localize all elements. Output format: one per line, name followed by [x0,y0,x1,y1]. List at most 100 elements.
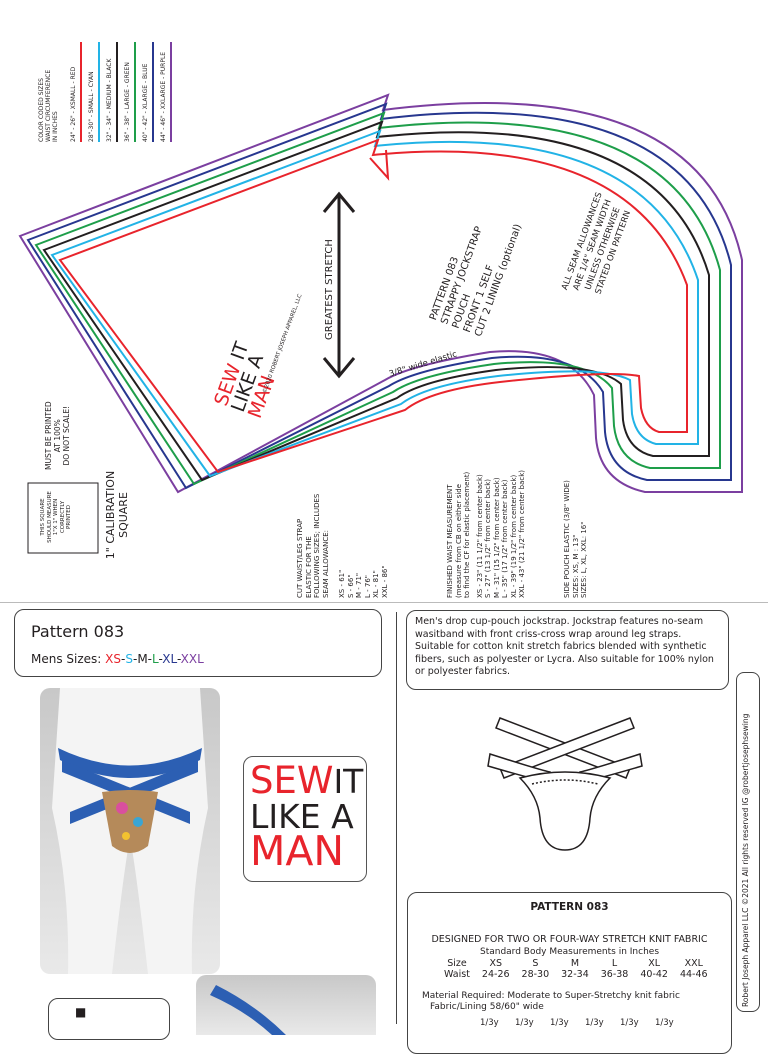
size-row-label: Size [447,958,467,969]
designed-for: DESIGNED FOR TWO OR FOUR-WAY STRETCH KNI… [431,934,708,945]
size-separator: - [132,652,138,666]
brand-logo-box: SEWIT LIKE A MAN [243,756,367,882]
calibration-label-line: SQUARE [117,492,130,538]
calibration-label-line: 1" CALIBRATION [104,470,117,560]
size-separator: - [147,652,153,666]
size-option: M [137,652,148,666]
legend-entry-text: 40" - 42" - XLARGE - BLUE [142,63,149,142]
size-option: XL [162,652,177,666]
waist-measure-size: XL - 39" (19 1/2" from center back) [509,474,518,598]
calibration-square [27,482,99,554]
size-cell: S [532,958,539,969]
legend-entry-text: 36" - 38" - LARGE - GREEN [124,62,131,142]
size-option: L [152,652,159,666]
cut-strap-info: CUT WAIST/LEG STRAP ELASTIC FOR THE FOLL… [296,494,389,598]
brand-logo-sew: SEW [250,759,334,802]
product-photo-secondary [196,975,376,1035]
size-option: XXL [180,652,204,666]
yardage-cell: 1/3y [620,1018,639,1028]
pattern-title: Pattern 083 [31,622,125,641]
cut-strap-line: SEAM ALLOWANCE: [321,529,330,598]
pattern-piece-drawing [18,93,743,554]
size-cell: L [611,958,618,969]
size-separator: - [176,652,181,666]
waist-measure-info: FINISHED WAIST MEASUREMENT (measure from… [446,470,527,598]
waist-measure-size: M - 31" (15 1/2" from center back) [492,477,501,598]
brand-logo-a: A [331,797,354,836]
waist-measure-line: (measure from CB on either side [454,483,463,598]
cut-strap-size: S - 66" [346,574,355,598]
sheet-divider [0,602,768,603]
waist-measure-size: XS - 23" (11 1/2" from center back) [475,474,484,598]
legend-color-bar [134,42,136,142]
legend-entry-text: 24" - 26" - XSMALL - RED [70,66,77,142]
yardage-cell: 1/3y [550,1018,569,1028]
greatest-stretch-label: GREATEST STRETCH [324,239,335,340]
waist-cell: 32-34 [561,969,589,980]
outline-xs [58,138,688,474]
mannequin-illustration [52,688,208,974]
legend-entry-text: 28"-30" - SMALL - CYAN [88,71,95,142]
print-warning: MUST BE PRINTED AT 100% DO NOT SCALE! [44,401,71,470]
side-pouch-line: SIDE POUCH ELASTIC (3/8" WIDE) [563,480,571,598]
size-option: XS [105,652,121,666]
cut-strap-size: M - 71" [355,572,363,598]
cut-strap-line: ELASTIC FOR THE [304,536,313,598]
description-text: Men's drop cup-pouch jockstrap. Jockstra… [415,616,714,677]
legend-color-bar [170,42,172,142]
side-pouch-info: SIDE POUCH ELASTIC (3/8" WIDE) SIZES: XS… [563,480,589,598]
cut-strap-line: FOLLOWING SIZES; INCLUDES [313,493,321,598]
waist-measure-size: XXL - 43" (21 1/2" from center back) [518,469,526,598]
waist-measure-size: S - 27" (13 1/2" from center back) [484,479,492,598]
outline-xxl [18,93,743,494]
cut-strap-size: XS - 61" [338,569,346,598]
waist-row-label: Waist [444,969,470,980]
size-option: S [125,652,133,666]
brand-logo-like: LIKE [250,797,321,836]
side-pouch-line: SIZES: L, XL, XXL: 16" [580,521,588,598]
print-warning-line: AT 100% [53,419,62,453]
waist-measure-line: to find the CF for elastic placement) [463,471,471,598]
material-info: Material Required: Moderate to Super-Str… [422,991,680,1013]
std-body-label: Standard Body Measurements in Inches [479,947,660,957]
outline-xl [26,102,732,490]
secondary-photo-illustration [210,985,286,1035]
material-required: Material Required: Moderate to Super-Str… [422,991,680,1001]
size-cell: M [570,958,580,969]
size-cell: XL [648,958,661,969]
fabric-lining: Fabric/Lining 58/60" wide [430,1002,544,1012]
outline-l [34,111,721,486]
legend-color-bar [98,42,100,142]
greatest-stretch-arrow [322,191,356,379]
legend-color-bar [80,42,82,142]
product-photo-main [40,688,220,974]
legend-header-line: COLOR CODED SIZES [38,78,45,142]
size-list: XS-S-M-L-XL-XXL [105,652,204,666]
legend-entry-text: 32" - 34" - MEDIUM - BLACK [106,58,113,142]
legend-entry-text: 44" - 46" - XXLARGE - PURPLE [160,51,167,142]
size-legend-header: COLOR CODED SIZES WAIST CIRCUMFERENCE IN… [38,70,59,142]
size-separator: - [121,652,126,666]
technical-flat-drawing [487,717,643,851]
mens-sizes-prefix: Mens Sizes: [31,652,106,666]
outline-s [50,129,699,478]
title-box: Pattern 083 Mens Sizes: XS-S-M-L-XL-XXL [14,609,382,677]
yardage-cell: 1/3y [585,1018,604,1028]
brand-logo-man: MAN [250,827,345,875]
waist-measure-line: FINISHED WAIST MEASUREMENT [446,484,454,598]
footer-vertical-box: Robert Joseph Apparel LLC ©2021 All righ… [736,672,760,1012]
waist-cell: 44-46 [679,969,708,980]
brand-logo: SEWIT LIKE A MAN [250,762,364,875]
logo-a: A [243,351,269,372]
mens-sizes: Mens Sizes: XS-S-M-L-XL-XXL [31,652,204,666]
size-cell: XS [489,958,502,969]
cut-strap-size: L - 76" [363,574,372,598]
size-separator: - [158,652,163,666]
notch [369,149,390,181]
brand-logo-it: IT [333,762,364,801]
yardage-cell: 1/3y [480,1018,499,1028]
legend-header-line: IN INCHES [52,111,59,142]
